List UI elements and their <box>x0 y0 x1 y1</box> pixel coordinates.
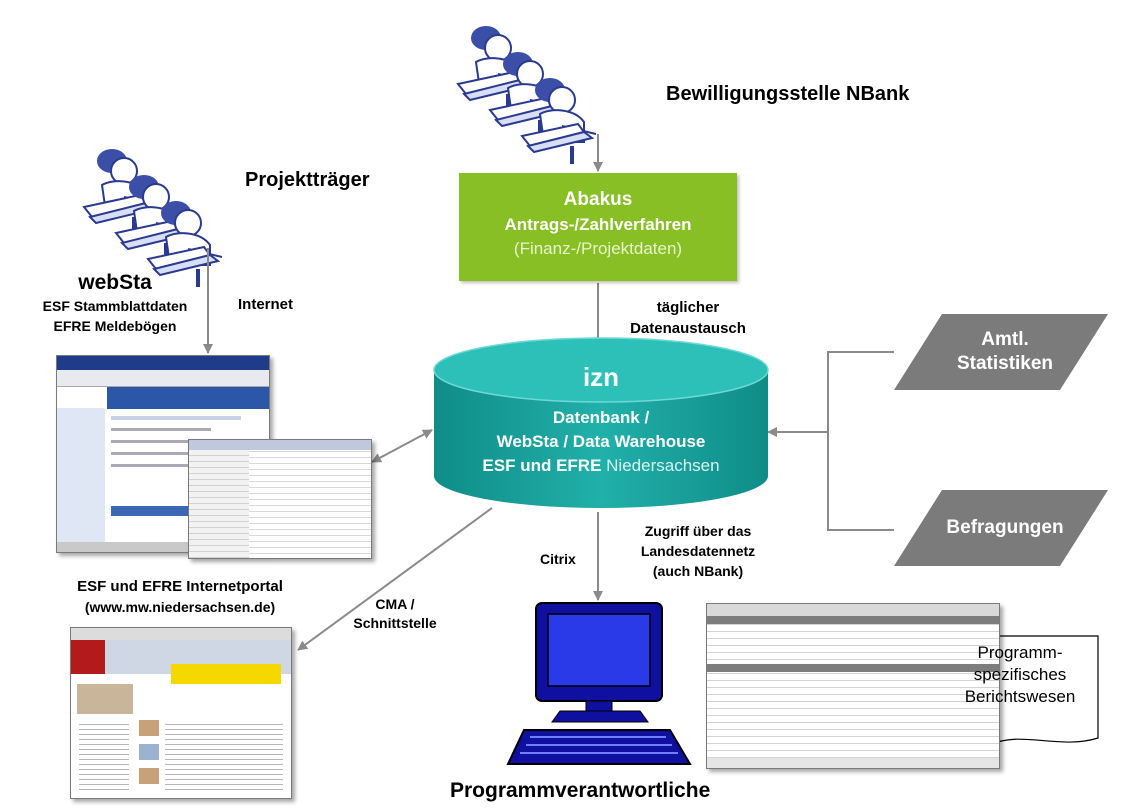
connection-arrows <box>203 134 894 651</box>
cma-line1: CMA / <box>375 596 415 612</box>
befragungen-shape <box>894 490 1108 566</box>
abakus-title: Abakus <box>563 189 633 210</box>
cma-line2: Schnittstelle <box>353 615 437 631</box>
report-note-text: Programm- spezifisches Berichtswesen <box>945 642 1095 708</box>
arrow-websta-izn <box>371 429 433 463</box>
izn-line3: ESF und EFRE Niedersachsen <box>434 456 768 476</box>
projekttraeger-users-icon <box>83 148 223 288</box>
abakus-detail: (Finanz-/Projektdaten) <box>513 239 683 258</box>
arrow-sources-izn <box>827 351 894 531</box>
report-line1: Programm- <box>977 643 1063 662</box>
izn-line3-bold: ESF und EFRE <box>482 456 602 475</box>
amtl-line1: Amtl. <box>981 329 1029 351</box>
portal-line1: ESF und EFRE Internetportal <box>77 578 283 595</box>
portal-line2: (www.mw.niedersachsen.de) <box>84 599 276 615</box>
izn-database-cylinder <box>433 337 769 508</box>
amtl-statistiken-label: Amtl. Statistiken <box>930 322 1080 382</box>
websta-table-screenshot <box>188 439 372 559</box>
izn-title: izn <box>582 362 620 392</box>
citrix-label: Citrix <box>540 551 576 567</box>
websta-title: webSta <box>78 271 152 294</box>
computer-icon <box>506 602 692 765</box>
websta-line1: ESF Stammblattdaten <box>42 298 188 314</box>
amtl-line2: Statistiken <box>956 353 1054 374</box>
websta-line2: EFRE Meldebögen <box>53 318 177 334</box>
abakus-box: Abakus Antrags-/Zahlverfahren (Finanz-/P… <box>459 173 737 281</box>
daily-exchange-line2: Datenaustausch <box>630 320 746 337</box>
access-line1: Zugriff über das <box>644 523 752 539</box>
report-line3: Berichtswesen <box>964 687 1076 707</box>
izn-line2: WebSta / Data Warehouse <box>496 432 706 451</box>
report-line2: spezifisches <box>973 665 1067 685</box>
izn-line1: Datenbank / <box>552 408 650 427</box>
abakus-subtitle: Antrags-/Zahlverfahren <box>504 215 692 234</box>
projekttraeger-label: Projektträger <box>245 169 370 191</box>
internet-label: Internet <box>238 296 294 313</box>
portal-screenshot <box>70 627 292 799</box>
access-line3: (auch NBank) <box>652 563 744 579</box>
daily-exchange-line1: täglicher <box>656 299 720 316</box>
report-spreadsheet-screenshot <box>706 603 1000 769</box>
arrow-izn-portal <box>297 507 493 651</box>
programmverantwortliche-label: Programmverantwortliche <box>450 779 711 802</box>
befragungen-label: Befragungen <box>946 517 1064 539</box>
amtl-statistiken-shape <box>894 314 1108 390</box>
nbank-label: Bewilligungsstelle NBank <box>666 83 910 105</box>
izn-line3-normal: Niedersachsen <box>606 456 720 475</box>
nbank-users-icon <box>457 25 597 165</box>
access-line2: Landesdatennetz <box>640 543 756 559</box>
